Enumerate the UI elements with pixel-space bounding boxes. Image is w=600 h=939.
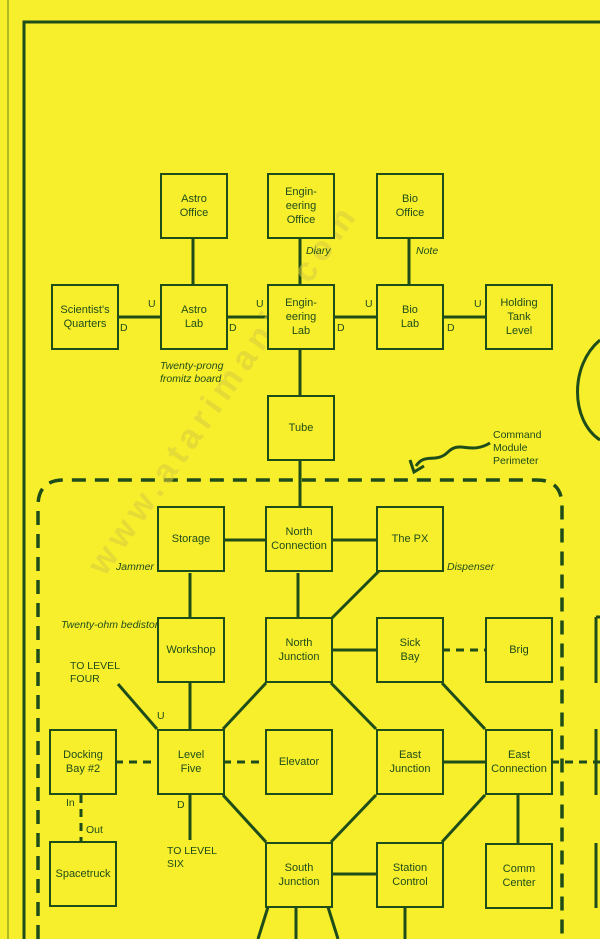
- command-module-perimeter-label: Command Module Perimeter: [493, 429, 542, 467]
- room-bio-office: Bio Office: [376, 173, 444, 239]
- room-north-connection: North Connection: [265, 506, 333, 572]
- room-engineering-office: Engin- eering Office: [267, 173, 335, 239]
- link-px-junction: [328, 568, 382, 622]
- room-tube: Tube: [267, 395, 335, 461]
- room-comm-center: Comm Center: [485, 843, 553, 909]
- label-u-astro: U: [148, 298, 156, 310]
- room-astro-office: Astro Office: [160, 173, 228, 239]
- command-module-perimeter: [36, 478, 564, 939]
- label-out: Out: [86, 824, 103, 836]
- link-sickbay-eastconn: [440, 681, 487, 731]
- item-jammer: Jammer: [116, 561, 154, 573]
- link-eastconn-station: [440, 793, 487, 844]
- room-south-junction: South Junction: [265, 842, 333, 908]
- label-u-bio: U: [365, 298, 373, 310]
- label-d-level-five: D: [177, 799, 185, 811]
- item-twenty-ohm-bedistor: Twenty-ohm bedistor: [61, 619, 159, 631]
- room-level-five: Level Five: [157, 729, 225, 795]
- room-storage: Storage: [157, 506, 225, 572]
- page-border: [22, 20, 600, 939]
- perimeter-arrowhead: [408, 459, 425, 475]
- label-u-eng: U: [256, 298, 264, 310]
- item-dispenser: Dispenser: [447, 561, 495, 573]
- link-eastj-southj: [329, 793, 378, 844]
- room-astro-lab: Astro Lab: [160, 284, 228, 350]
- label-d-eng: D: [229, 322, 237, 334]
- link-level-four: [116, 683, 159, 730]
- link-south-3: [326, 906, 340, 939]
- link-level-southj: [221, 793, 268, 844]
- label-d-tank: D: [447, 322, 455, 334]
- room-elevator: Elevator: [265, 729, 333, 795]
- label-u-level-five: U: [157, 710, 165, 722]
- link-junction-eastj: [329, 681, 378, 731]
- room-holding-tank-level: Holding Tank Level: [485, 284, 553, 350]
- room-bio-lab: Bio Lab: [376, 284, 444, 350]
- label-u-tank: U: [474, 298, 482, 310]
- item-note: Note: [416, 245, 439, 257]
- room-brig: Brig: [485, 617, 553, 683]
- label-d-bio: D: [337, 322, 345, 334]
- room-north-junction: North Junction: [265, 617, 333, 683]
- item-diary: Diary: [306, 245, 331, 257]
- room-the-px: The PX: [376, 506, 444, 572]
- room-sick-bay: Sick Bay: [376, 617, 444, 683]
- room-scientists-quarters: Scientist's Quarters: [51, 284, 119, 350]
- room-station-control: Station Control: [376, 842, 444, 908]
- link-south-1: [256, 906, 270, 939]
- label-to-level-four: TO LEVEL FOUR: [70, 660, 120, 685]
- label-d-astro: D: [120, 322, 128, 334]
- room-workshop: Workshop: [157, 617, 225, 683]
- perimeter-squiggle-arrow: [414, 441, 491, 467]
- room-spacetruck: Spacetruck: [49, 841, 117, 907]
- room-east-junction: East Junction: [376, 729, 444, 795]
- label-to-level-six: TO LEVEL SIX: [167, 845, 217, 870]
- room-engineering-lab: Engin- eering Lab: [267, 284, 335, 350]
- item-twenty-prong-fromitz-board: Twenty-prong fromitz board: [160, 360, 224, 385]
- room-docking-bay-2: Docking Bay #2: [49, 729, 117, 795]
- link-junction-level: [221, 681, 268, 731]
- offpage-curve: [576, 338, 600, 442]
- label-in: In: [66, 797, 75, 809]
- room-east-connection: East Connection: [485, 729, 553, 795]
